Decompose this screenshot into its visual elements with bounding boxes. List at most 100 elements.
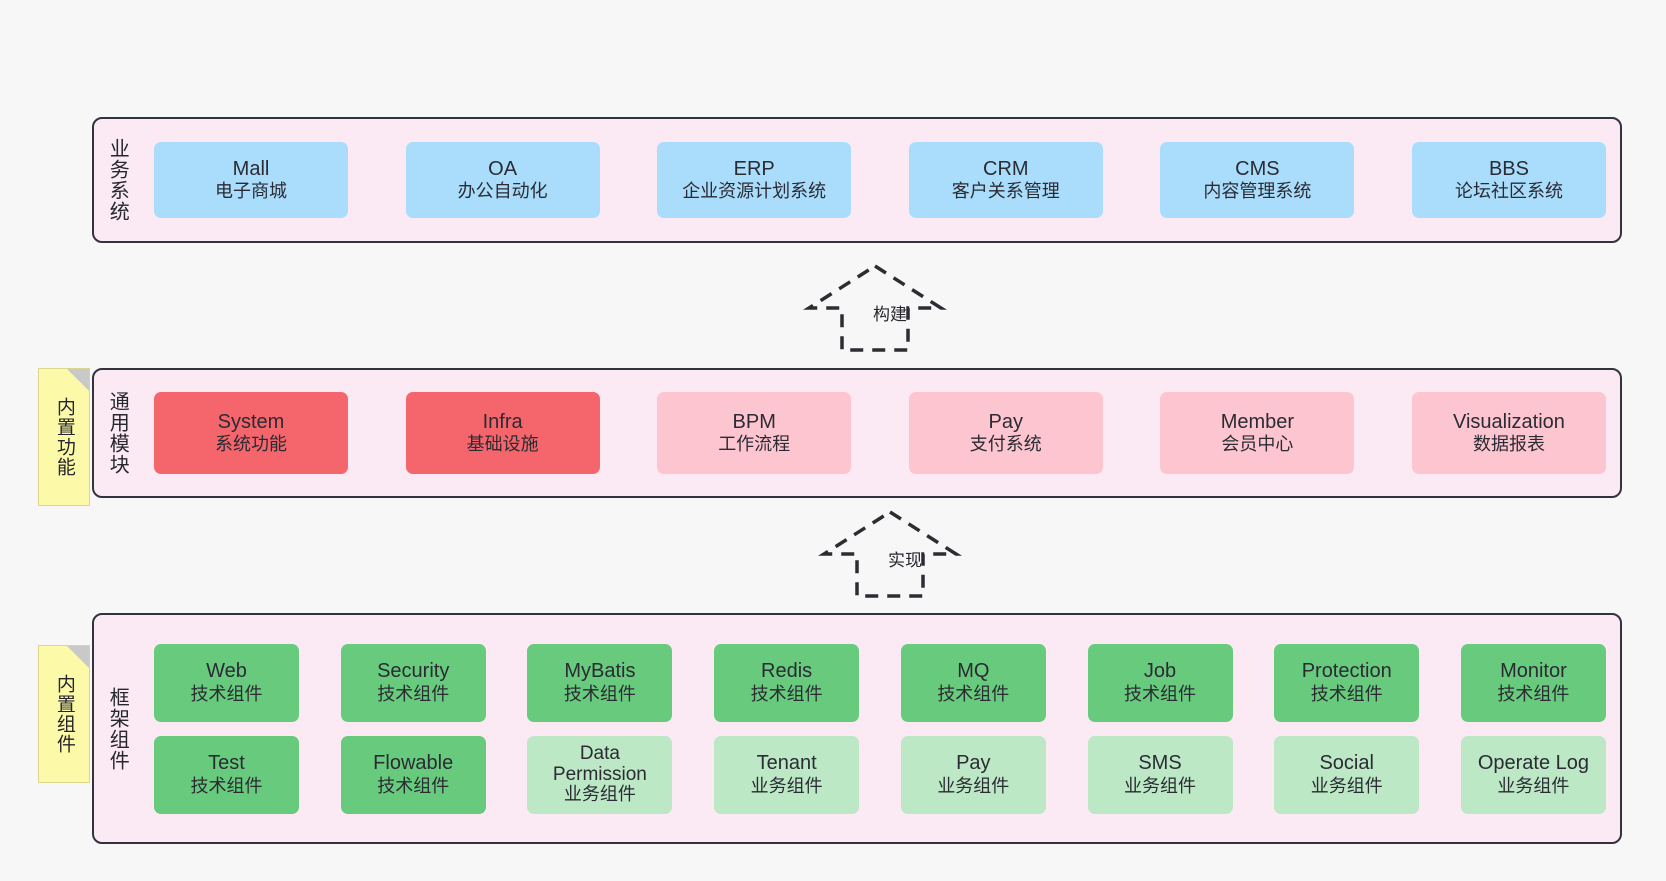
layer-body-common-module: System 系统功能 Infra 基础设施 BPM 工作流程 Pay 支付系统… <box>140 370 1620 496</box>
node-subtitle: 业务组件 <box>1310 775 1383 796</box>
node-subtitle: 企业资源计划系统 <box>682 181 827 202</box>
node-redis[interactable]: Redis 技术组件 <box>714 643 860 722</box>
node-title: Tenant <box>756 752 817 775</box>
node-job[interactable]: Job 技术组件 <box>1087 643 1233 722</box>
node-erp[interactable]: ERP 企业资源计划系统 <box>657 142 852 218</box>
node-title: OA <box>488 157 518 180</box>
node-title: ERP <box>733 157 775 180</box>
node-row: System 系统功能 Infra 基础设施 BPM 工作流程 Pay 支付系统… <box>154 392 1606 474</box>
node-visualization[interactable]: Visualization 数据报表 <box>1411 392 1606 474</box>
node-subtitle: 论坛社区系统 <box>1454 181 1563 202</box>
node-title: BPM <box>732 410 776 433</box>
node-title: Security <box>377 660 450 683</box>
node-subtitle: 技术组件 <box>377 683 450 704</box>
sticky-fold-icon <box>67 369 89 391</box>
node-data-permission[interactable]: Data Permission 业务组件 <box>527 735 673 814</box>
node-bbs[interactable]: BBS 论坛社区系统 <box>1411 142 1606 218</box>
node-subtitle: 技术组件 <box>563 683 636 704</box>
layer-title-common-module: 通用模块 <box>106 391 129 475</box>
node-title: Web <box>206 660 247 683</box>
node-subtitle: 工作流程 <box>718 434 791 455</box>
node-title: MQ <box>957 660 990 683</box>
node-mq[interactable]: MQ 技术组件 <box>900 643 1046 722</box>
node-security[interactable]: Security 技术组件 <box>340 643 486 722</box>
node-oa[interactable]: OA 办公自动化 <box>405 142 600 218</box>
connector-implement-arrow <box>815 508 965 598</box>
node-title: CRM <box>983 157 1029 180</box>
node-title: Operate Log <box>1477 752 1590 775</box>
node-row: Test 技术组件 Flowable 技术组件 Data Permission … <box>154 735 1606 814</box>
node-subtitle: 内容管理系统 <box>1203 181 1312 202</box>
node-title: MyBatis <box>564 660 636 683</box>
sticky-note-builtin-components: 内置组件 <box>38 645 90 783</box>
node-row: Web 技术组件 Security 技术组件 MyBatis 技术组件 Redi… <box>154 643 1606 722</box>
node-operate-log[interactable]: Operate Log 业务组件 <box>1460 735 1606 814</box>
node-infra[interactable]: Infra 基础设施 <box>405 392 600 474</box>
node-mybatis[interactable]: MyBatis 技术组件 <box>527 643 673 722</box>
node-title: Data Permission <box>552 742 647 785</box>
node-title: Mall <box>232 157 270 180</box>
node-subtitle: 数据报表 <box>1472 434 1545 455</box>
node-subtitle: 基础设施 <box>466 434 539 455</box>
node-subtitle: 会员中心 <box>1221 434 1294 455</box>
node-sms[interactable]: SMS 业务组件 <box>1087 735 1233 814</box>
node-subtitle: 办公自动化 <box>457 181 548 202</box>
node-subtitle: 业务组件 <box>1124 775 1197 796</box>
node-title: Pay <box>988 410 1024 433</box>
sticky-note-text: 内置功能 <box>53 397 75 477</box>
connector-build-label: 构建 <box>873 305 907 324</box>
node-pay-component[interactable]: Pay 业务组件 <box>900 735 1046 814</box>
node-subtitle: 支付系统 <box>969 434 1042 455</box>
node-member[interactable]: Member 会员中心 <box>1160 392 1355 474</box>
node-subtitle: 业务组件 <box>563 784 636 805</box>
sticky-note-builtin-features: 内置功能 <box>38 368 90 506</box>
node-subtitle: 技术组件 <box>937 683 1010 704</box>
sticky-fold-icon <box>67 646 89 668</box>
node-flowable[interactable]: Flowable 技术组件 <box>340 735 486 814</box>
node-title: Member <box>1220 410 1295 433</box>
node-title: Monitor <box>1500 660 1567 683</box>
node-subtitle: 技术组件 <box>1310 683 1383 704</box>
node-title: Infra <box>482 410 523 433</box>
node-subtitle: 技术组件 <box>377 775 450 796</box>
layer-framework-component: 框架组件 Web 技术组件 Security 技术组件 MyBatis 技术组件… <box>92 613 1622 844</box>
node-mall[interactable]: Mall 电子商城 <box>154 142 348 218</box>
node-tenant[interactable]: Tenant 业务组件 <box>714 735 860 814</box>
connector-build-arrow <box>800 262 950 352</box>
node-subtitle: 业务组件 <box>750 775 823 796</box>
layer-business-system: 业务系统 Mall 电子商城 OA 办公自动化 ERP 企业资源计划系统 CRM… <box>92 117 1622 243</box>
node-title: Redis <box>761 660 813 683</box>
node-subtitle: 系统功能 <box>215 434 287 455</box>
node-subtitle: 电子商城 <box>215 181 287 202</box>
node-bpm[interactable]: BPM 工作流程 <box>657 392 852 474</box>
node-subtitle: 客户关系管理 <box>951 181 1060 202</box>
node-monitor[interactable]: Monitor 技术组件 <box>1460 643 1606 722</box>
layer-common-module: 通用模块 System 系统功能 Infra 基础设施 BPM 工作流程 Pay… <box>92 368 1622 498</box>
sticky-note-text: 内置组件 <box>53 674 75 754</box>
node-system[interactable]: System 系统功能 <box>154 392 348 474</box>
node-subtitle: 业务组件 <box>937 775 1010 796</box>
connector-implement-label: 实现 <box>888 551 922 570</box>
node-subtitle: 技术组件 <box>1124 683 1197 704</box>
layer-body-business-system: Mall 电子商城 OA 办公自动化 ERP 企业资源计划系统 CRM 客户关系… <box>140 119 1620 241</box>
node-title: CMS <box>1235 157 1280 180</box>
layer-title-framework-component: 框架组件 <box>106 686 129 771</box>
node-cms[interactable]: CMS 内容管理系统 <box>1160 142 1355 218</box>
node-title: BBS <box>1488 157 1529 180</box>
node-social[interactable]: Social 业务组件 <box>1274 735 1420 814</box>
node-row: Mall 电子商城 OA 办公自动化 ERP 企业资源计划系统 CRM 客户关系… <box>154 142 1606 218</box>
node-subtitle: 技术组件 <box>190 683 263 704</box>
node-pay[interactable]: Pay 支付系统 <box>908 392 1103 474</box>
node-title: Social <box>1319 752 1374 775</box>
node-subtitle: 业务组件 <box>1497 775 1570 796</box>
node-web[interactable]: Web 技术组件 <box>154 643 299 722</box>
node-title: SMS <box>1138 752 1182 775</box>
layer-title-business-system: 业务系统 <box>106 138 129 222</box>
node-crm[interactable]: CRM 客户关系管理 <box>908 142 1103 218</box>
node-title: Job <box>1143 660 1177 683</box>
node-test[interactable]: Test 技术组件 <box>154 735 299 814</box>
node-title: Pay <box>956 752 991 775</box>
node-protection[interactable]: Protection 技术组件 <box>1274 643 1420 722</box>
node-title: Protection <box>1301 660 1392 683</box>
